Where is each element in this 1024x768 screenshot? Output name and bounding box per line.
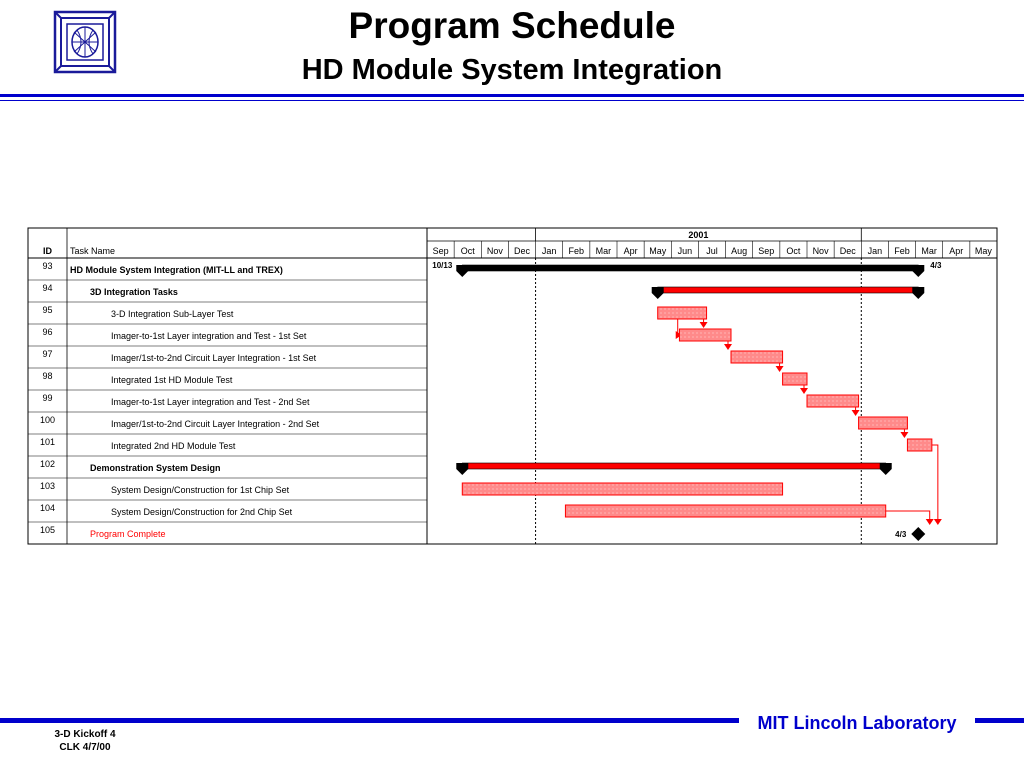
month-label: Mar bbox=[921, 246, 937, 256]
month-label: Aug bbox=[731, 246, 747, 256]
header-rule bbox=[0, 94, 1024, 97]
task-bar bbox=[461, 482, 784, 496]
dep-95-96-arrowhead bbox=[699, 322, 708, 328]
task-id: 102 bbox=[40, 459, 55, 469]
task-name: Imager-to-1st Layer integration and Test… bbox=[111, 331, 307, 341]
dep-101-105 bbox=[931, 444, 939, 523]
table-frame bbox=[27, 227, 998, 545]
month-label: May bbox=[649, 246, 667, 256]
task-name: 3-D Integration Sub-Layer Test bbox=[111, 309, 234, 319]
dep-100-101-arrowhead bbox=[900, 432, 909, 438]
month-label: Jun bbox=[678, 246, 693, 256]
task-name: HD Module System Integration (MIT-LL and… bbox=[70, 265, 283, 275]
start-date-label: 10/13 bbox=[432, 261, 453, 270]
month-label: Feb bbox=[569, 246, 585, 256]
task-name: 3D Integration Tasks bbox=[90, 287, 178, 297]
task-name: System Design/Construction for 2nd Chip … bbox=[111, 507, 293, 517]
task-id: 98 bbox=[42, 371, 52, 381]
summary-bar bbox=[461, 462, 887, 470]
task-id: 105 bbox=[40, 525, 55, 535]
task-id: 97 bbox=[42, 349, 52, 359]
task-bar bbox=[858, 416, 908, 430]
month-label: Jan bbox=[542, 246, 557, 256]
task-bar bbox=[564, 504, 887, 518]
month-label: Jan bbox=[868, 246, 883, 256]
task-name: Integrated 1st HD Module Test bbox=[111, 375, 233, 385]
month-label: Jul bbox=[706, 246, 718, 256]
month-label: Nov bbox=[487, 246, 504, 256]
footer-line-1: 3-D Kickoff 4 bbox=[54, 729, 116, 740]
month-label: Apr bbox=[624, 246, 638, 256]
task-name: Demonstration System Design bbox=[90, 463, 221, 473]
task-bar bbox=[806, 394, 860, 408]
dep-99-100-arrowhead bbox=[851, 410, 860, 416]
year-label: 2001 bbox=[688, 230, 708, 240]
month-label: May bbox=[975, 246, 993, 256]
mit-ll-logo-icon bbox=[53, 10, 117, 74]
task-column-header: Task Name bbox=[70, 246, 115, 256]
task-name: Program Complete bbox=[90, 529, 166, 539]
task-name: Imager/1st-to-2nd Circuit Layer Integrat… bbox=[111, 419, 320, 429]
month-label: Oct bbox=[786, 246, 801, 256]
month-label: Dec bbox=[514, 246, 531, 256]
summary-start-cap bbox=[456, 463, 469, 475]
task-id: 96 bbox=[42, 327, 52, 337]
summary-bar bbox=[461, 264, 919, 272]
summary-bar bbox=[657, 286, 919, 294]
dep-98-99-arrowhead bbox=[800, 388, 808, 394]
task-name: Integrated 2nd HD Module Test bbox=[111, 441, 236, 451]
footer-rule-right bbox=[975, 718, 1024, 723]
milestone-diamond bbox=[911, 527, 926, 541]
brand-name: MIT Lincoln Laboratory bbox=[757, 713, 957, 733]
task-id: 93 bbox=[42, 261, 52, 271]
task-id: 94 bbox=[42, 283, 52, 293]
dep-97-98-arrowhead bbox=[775, 366, 784, 372]
task-name: Imager/1st-to-2nd Circuit Layer Integrat… bbox=[111, 353, 317, 363]
summary-end-cap bbox=[912, 265, 925, 277]
task-name: Imager-to-1st Layer integration and Test… bbox=[111, 397, 310, 407]
dep-95-96-side-arrowhead bbox=[675, 331, 682, 339]
task-id: 100 bbox=[40, 415, 55, 425]
task-id: 104 bbox=[40, 503, 55, 513]
task-id: 101 bbox=[40, 437, 55, 447]
summary-end-cap bbox=[912, 287, 925, 299]
dep-96-97-arrowhead bbox=[724, 344, 732, 350]
summary-start-cap bbox=[651, 287, 664, 299]
month-label: Sep bbox=[433, 246, 449, 256]
month-label: Nov bbox=[813, 246, 830, 256]
task-bar bbox=[782, 372, 808, 386]
id-column-header: ID bbox=[43, 246, 53, 256]
task-name: System Design/Construction for 1st Chip … bbox=[111, 485, 290, 495]
month-label: Apr bbox=[949, 246, 963, 256]
footer-line-2: CLK 4/7/00 bbox=[59, 742, 111, 753]
end-date-label: 4/3 bbox=[895, 530, 907, 539]
dep-104-105 bbox=[885, 510, 931, 523]
footer-info: 3-D Kickoff 4 CLK 4/7/00 bbox=[0, 728, 170, 754]
task-id: 95 bbox=[42, 305, 52, 315]
footer-rule-left bbox=[0, 718, 739, 723]
summary-start-cap bbox=[456, 265, 469, 277]
task-bar bbox=[657, 306, 708, 320]
task-bar bbox=[678, 328, 732, 342]
slide-title: Program Schedule bbox=[348, 5, 676, 46]
dep-104-105-arrowhead bbox=[925, 519, 934, 525]
month-label: Dec bbox=[840, 246, 857, 256]
task-id: 99 bbox=[42, 393, 52, 403]
month-label: Oct bbox=[461, 246, 476, 256]
task-bar bbox=[906, 438, 933, 452]
month-label: Sep bbox=[758, 246, 774, 256]
summary-end-cap bbox=[879, 463, 892, 475]
task-id: 103 bbox=[40, 481, 55, 491]
month-label: Feb bbox=[894, 246, 910, 256]
dep-101-105-arrowhead bbox=[933, 519, 942, 525]
task-bar bbox=[730, 350, 784, 364]
slide-subtitle: HD Module System Integration bbox=[301, 54, 723, 86]
header-rule-thin bbox=[0, 100, 1024, 101]
month-label: Mar bbox=[596, 246, 612, 256]
end-date-label: 4/3 bbox=[930, 261, 942, 270]
